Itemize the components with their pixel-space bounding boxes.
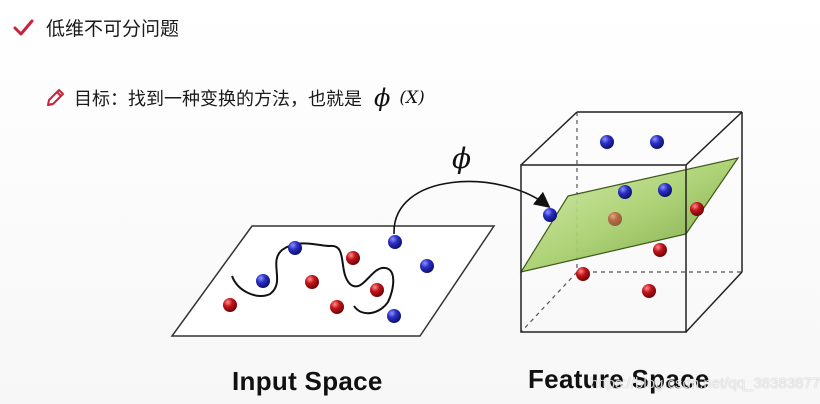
heading: 低维不可分问题 [12, 14, 179, 41]
feature-cube-edges [520, 111, 743, 333]
input-point-red [370, 283, 384, 297]
phi-symbol: ϕ [374, 84, 391, 112]
goal-line: 目标：找到一种变换的方法，也就是 ϕ (X) [44, 84, 425, 112]
checkmark-icon [13, 19, 34, 35]
feature-cube-hidden-edges [520, 112, 742, 333]
input-point-red [223, 298, 237, 312]
phi-argument: (X) [399, 88, 425, 108]
input-point-blue [256, 274, 270, 288]
input-point-red [330, 300, 344, 314]
feature-point-red [653, 243, 667, 257]
input-point-blue [387, 309, 401, 323]
pencil-icon [47, 89, 64, 106]
input-space-label: Input Space [232, 366, 383, 396]
feature-point-blue [658, 183, 672, 197]
page-title: 低维不可分问题 [46, 18, 180, 40]
feature-point-red [576, 267, 590, 281]
input-separating-curve [231, 242, 395, 315]
input-point-red [305, 275, 319, 289]
input-point-blue [420, 259, 434, 273]
feature-point-red [690, 202, 704, 216]
feature-point-red [642, 284, 656, 298]
mapping-phi-label: ϕ [452, 142, 471, 175]
feature-space-label: Feature Space [528, 364, 710, 394]
input-point-blue [288, 241, 302, 255]
input-point-red [346, 251, 360, 265]
feature-point-blue [618, 185, 632, 199]
goal-text: 目标：找到一种变换的方法，也就是 [74, 89, 362, 110]
input-space-plane [170, 225, 496, 337]
feature-point-blue [600, 135, 614, 149]
feature-point-blue [650, 135, 664, 149]
watermark: https://blog.csdn.net/qq_38383877 [590, 375, 820, 392]
feature-point-blue [543, 208, 557, 222]
input-point-blue [388, 235, 402, 249]
mapping-arrow [393, 180, 551, 235]
feature-point-red [608, 212, 622, 226]
